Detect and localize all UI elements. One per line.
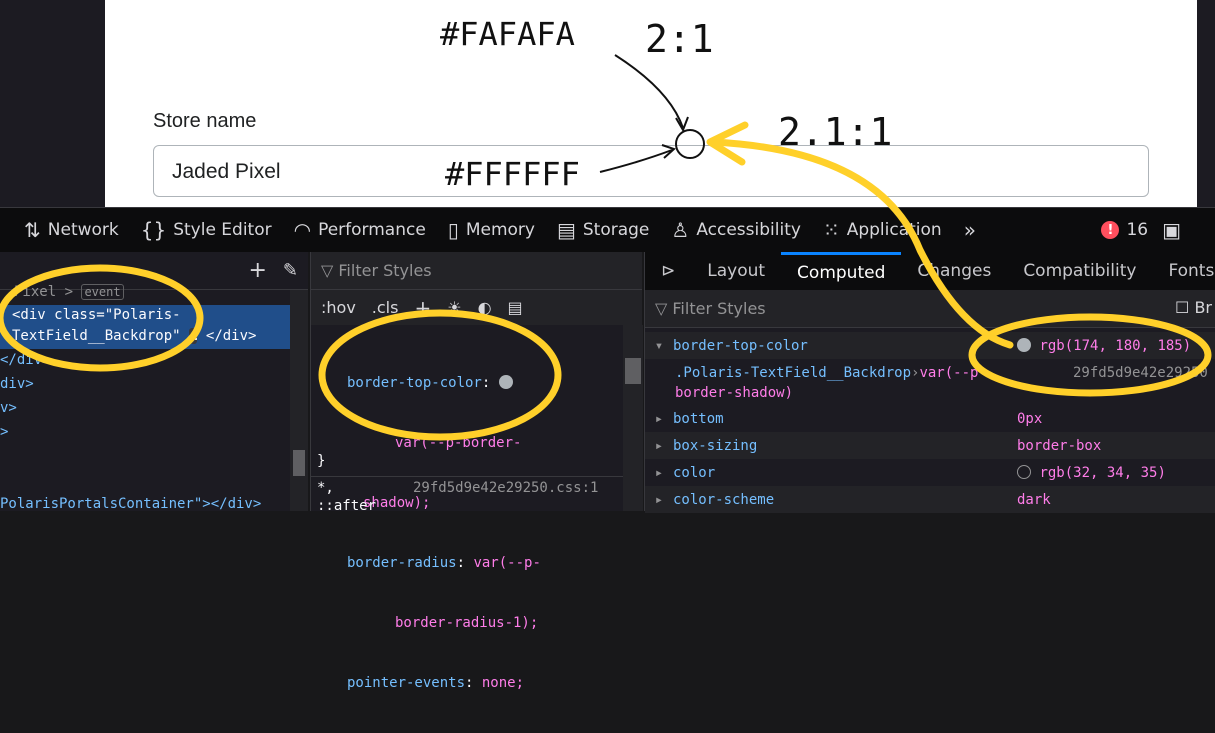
rules-panel: ▽ Filter Styles :hov .cls + ☀ ◐ ▤ border-top… <box>310 252 643 691</box>
tab-performance[interactable]: ◠Performance <box>293 218 426 242</box>
computed-filter-input[interactable]: ▽ Filter Styles ☐ Br <box>645 290 1215 328</box>
filter-icon: ▽ <box>321 261 339 280</box>
tab-application[interactable]: ⁙Application <box>822 218 942 242</box>
dark-scheme-icon[interactable]: ◐ <box>477 298 492 317</box>
cabinet-icon: ▤ <box>556 218 576 242</box>
tab-changes[interactable]: Changes <box>917 261 992 281</box>
dock-button[interactable]: ▣ <box>1162 218 1181 242</box>
add-node-button[interactable]: + <box>248 258 267 283</box>
rule-declarations: border-top-color: var(--p-border- shadow… <box>347 375 541 691</box>
selected-node[interactable]: <div class="Polaris-TextField__Backdrop"… <box>0 305 290 349</box>
computed-row[interactable]: ▸color rgb(32, 34, 35) <box>654 464 1166 481</box>
store-name-label: Store name <box>153 110 257 132</box>
ellipsis-badge[interactable]: … <box>189 328 198 344</box>
braces-icon: {} <box>140 218 167 242</box>
filter-icon: ▽ <box>655 299 673 318</box>
color-swatch <box>1017 464 1031 479</box>
browser-edge <box>1197 0 1215 207</box>
print-media-icon[interactable]: ▤ <box>507 298 523 317</box>
add-rule-button[interactable]: + <box>414 295 432 320</box>
hov-toggle[interactable]: :hov <box>321 298 356 317</box>
tab-network[interactable]: ⇅Network <box>24 218 119 242</box>
tab-storage[interactable]: ▤Storage <box>556 218 650 242</box>
light-scheme-icon[interactable]: ☀ <box>447 298 462 317</box>
source-link[interactable]: 29fd5d9e42e29250.css:1 <box>413 480 599 496</box>
computed-panel: ⊳ Layout Computed Changes Compatibility … <box>644 252 1215 513</box>
rules-scrollbar[interactable] <box>623 325 643 511</box>
rules-filter-input[interactable]: ▽ Filter Styles <box>311 252 642 290</box>
markup-scrollbar[interactable] <box>290 290 308 511</box>
event-badge[interactable]: event <box>81 284 124 300</box>
color-swatch <box>1017 337 1031 352</box>
person-icon: ♙ <box>671 218 690 242</box>
gauge-icon: ◠ <box>293 218 312 242</box>
computed-row[interactable]: ▾border-top-color rgb(174, 180, 185) <box>645 332 1215 359</box>
markup-panel: + ✎ Pixel > event <div class="Polaris-Te… <box>0 252 308 512</box>
computed-match: .Polaris-TextField__Backdrop›var(--p-29f… <box>675 365 1208 401</box>
browser-styles-checkbox[interactable]: ☐ Br <box>1175 298 1212 317</box>
expand-down-icon: ▾ <box>654 337 664 354</box>
browser-sidebar <box>0 0 105 207</box>
cls-toggle[interactable]: .cls <box>371 298 399 317</box>
tab-style-editor[interactable]: {}Style Editor <box>140 218 272 242</box>
tab-compatibility[interactable]: Compatibility <box>1023 261 1137 281</box>
sidebar-toggle-icon[interactable]: ⊳ <box>661 261 676 281</box>
tab-accessibility[interactable]: ♙Accessibility <box>671 218 801 242</box>
chip-icon: ▯ <box>447 218 459 242</box>
store-name-input[interactable]: Jaded Pixel <box>153 145 1149 197</box>
color-swatch[interactable] <box>498 375 513 389</box>
grid-icon: ⁙ <box>822 218 840 242</box>
tab-memory[interactable]: ▯Memory <box>447 218 535 242</box>
dock-layout-icon: ▣ <box>1162 218 1181 242</box>
tab-layout[interactable]: Layout <box>707 261 766 281</box>
tab-fonts[interactable]: Fonts <box>1168 261 1215 281</box>
eyedropper-icon[interactable]: ✎ <box>282 260 298 281</box>
tab-computed[interactable]: Computed <box>781 252 902 290</box>
error-icon: ! <box>1101 221 1120 239</box>
devtools-toolbar: ⇅Network {}Style Editor ◠Performance ▯Me… <box>0 207 1215 252</box>
error-count-button[interactable]: !16 <box>1101 220 1148 240</box>
chevrons-right-icon: » <box>963 218 976 242</box>
more-tools-button[interactable]: » <box>964 218 976 242</box>
network-arrows-icon: ⇅ <box>24 218 41 242</box>
breadcrumb-text: Pixel > <box>14 284 82 300</box>
